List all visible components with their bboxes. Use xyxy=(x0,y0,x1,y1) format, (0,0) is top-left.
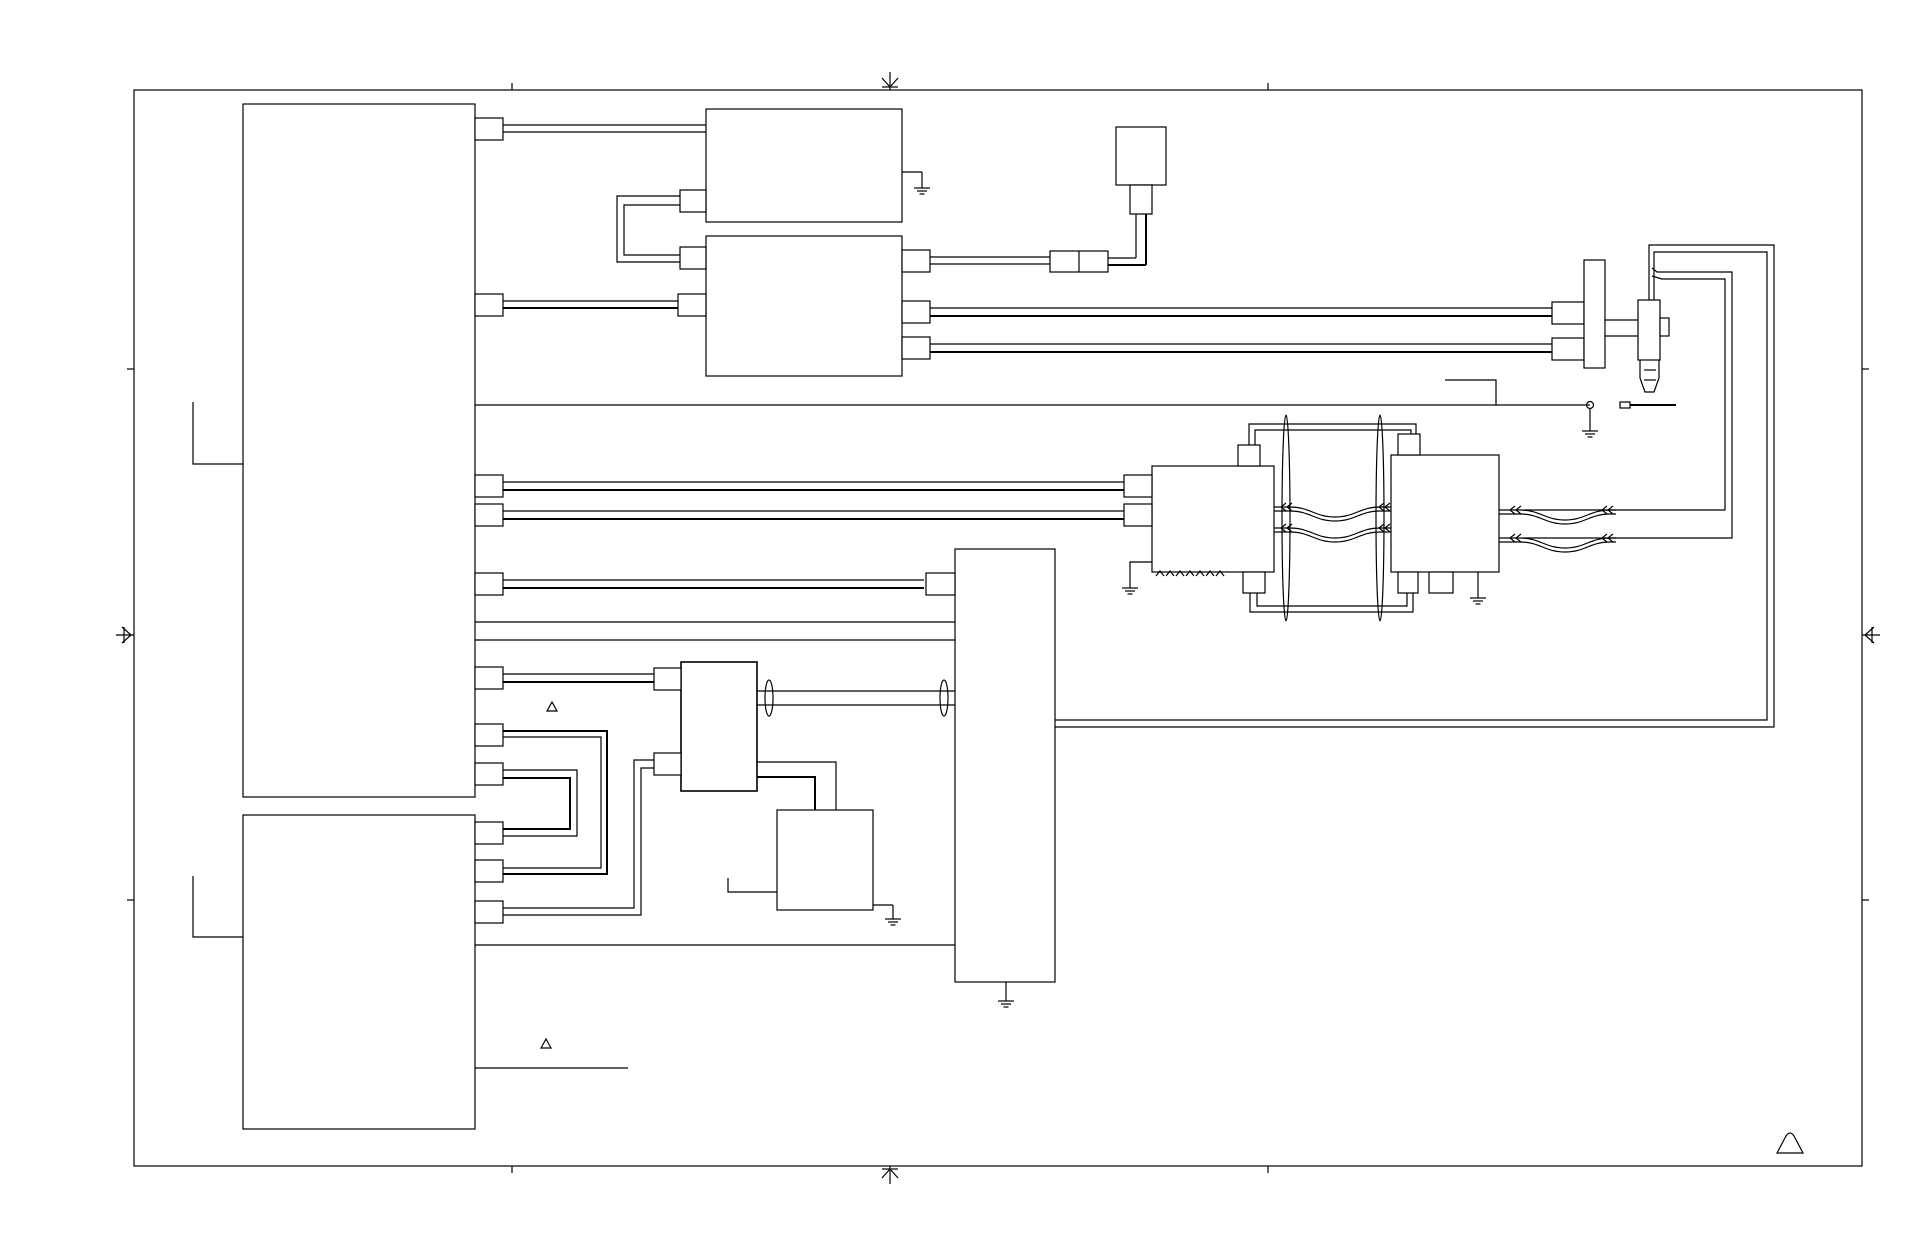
connector xyxy=(901,336,931,360)
power-board xyxy=(192,814,628,1130)
caution-triangle-icon xyxy=(539,1037,553,1049)
terminal-bracket xyxy=(1551,259,1638,369)
module-g xyxy=(727,809,902,926)
connector xyxy=(474,900,504,924)
connector xyxy=(474,503,504,527)
twisted-pair xyxy=(1499,505,1616,553)
connector xyxy=(1123,474,1153,498)
connector xyxy=(679,246,707,270)
main-board xyxy=(192,103,504,798)
probe-device xyxy=(1619,299,1676,409)
connector xyxy=(677,293,707,317)
connector xyxy=(474,474,504,498)
drawing-frame xyxy=(127,83,1869,1173)
centering-arrow-left xyxy=(116,626,134,644)
module-b xyxy=(677,235,931,377)
connector xyxy=(925,572,956,596)
connector xyxy=(474,293,504,317)
connector xyxy=(1123,503,1153,527)
connector xyxy=(474,859,504,883)
centering-arrow-top xyxy=(881,72,899,90)
connector xyxy=(474,821,504,845)
connector xyxy=(474,572,504,596)
connector xyxy=(1397,571,1419,594)
module-f xyxy=(653,661,758,792)
connector xyxy=(653,752,682,776)
connector xyxy=(1237,444,1261,467)
module-c xyxy=(1121,444,1275,595)
shield-ferrite xyxy=(1281,414,1291,622)
centering-arrow-right xyxy=(1862,626,1880,644)
connector xyxy=(474,666,504,690)
connector xyxy=(1397,433,1421,456)
connector xyxy=(474,117,504,141)
pin-row xyxy=(1155,570,1225,577)
connector xyxy=(474,723,504,747)
shield-ferrite xyxy=(1375,414,1385,622)
connector xyxy=(1242,571,1266,594)
centering-arrow-bottom xyxy=(881,1166,899,1184)
connector xyxy=(901,300,931,324)
connector xyxy=(653,667,682,691)
module-d xyxy=(1390,433,1500,605)
revision-triangle-icon xyxy=(1776,1132,1804,1154)
connector xyxy=(1428,571,1454,594)
connector xyxy=(474,762,504,786)
connector xyxy=(679,189,707,213)
twisted-pair xyxy=(1274,502,1391,543)
caution-triangle-icon xyxy=(545,700,559,712)
module-a xyxy=(679,108,931,223)
connector xyxy=(901,249,931,273)
sensor-unit xyxy=(930,126,1167,273)
module-e xyxy=(925,548,1056,1008)
